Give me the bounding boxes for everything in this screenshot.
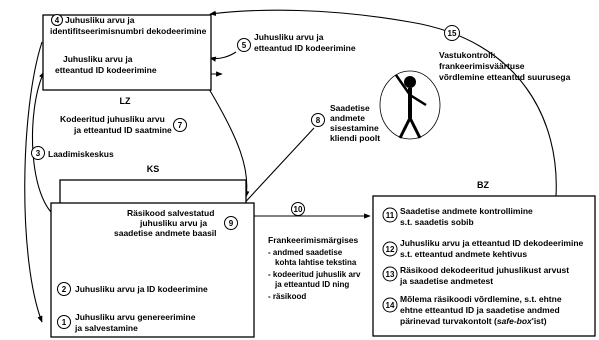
step-1-line1: Juhusliku arvu genereerimine	[75, 312, 196, 322]
step-14-line1: Mõlema räsikoodi võrdlemine, s.t. ehtne	[400, 294, 562, 304]
step-3-label: Laadimiskeskus	[48, 149, 114, 159]
step-8-line1: Saadetise	[330, 103, 370, 113]
arrow-3	[32, 71, 59, 219]
step-8-line2: andmete	[330, 113, 365, 123]
ks-box	[50, 202, 255, 338]
step-10-item1-line1: - andmed saadetise	[268, 248, 343, 257]
step-14-line3: pärinevad turvakontolt (safe-box'ist)	[400, 316, 547, 326]
bz-box	[372, 195, 596, 337]
step-2-number: 2	[62, 285, 67, 294]
step-10-item2-line2: ja etteantud ID ning	[274, 280, 349, 289]
arrow-lz-to-ks	[205, 83, 250, 198]
client-figure	[379, 70, 441, 140]
step-8-line3: sisestamine	[330, 123, 379, 133]
step-5-number: 5	[242, 41, 247, 50]
step-10-item2-line1: - kodeeritud juhuslik arv	[268, 270, 361, 279]
step-2-text: Juhusliku arvu ja ID kodeerimine	[75, 284, 208, 294]
arrow-1	[24, 41, 43, 323]
step-1-line2: ja salvestamine	[74, 323, 138, 333]
step-10-title: Frankeerimismärgises	[268, 235, 359, 245]
step-4-number: 4	[55, 16, 60, 25]
step-10-item3-line1: - räsikood	[268, 292, 306, 301]
step-7-line2: ja etteantud ID saatmine	[73, 125, 172, 135]
step-8-line4: kliendi poolt	[330, 133, 380, 143]
lz-encode-line1: Juhusliku arvu ja	[63, 54, 133, 64]
step-4-line2: identifitseerimisnumbri dekodeerimine	[50, 26, 207, 36]
step-9-number: 9	[229, 219, 234, 228]
arrow-15	[209, 9, 557, 197]
step-4-line1: Juhusliku arvu ja	[65, 15, 135, 25]
step-13-line2: ja saadetise andmetest	[399, 276, 493, 286]
step-12-line2: s.t. etteantud andmete kehtivus	[400, 249, 527, 259]
step-14-line2: ehtne etteantud ID ja saadetise andmed	[400, 305, 560, 315]
bz-label: BZ	[477, 180, 489, 190]
step-1-number: 1	[62, 318, 67, 327]
step-12-number: 12	[386, 245, 395, 254]
step-10-item1-line2: kohta lahtise tekstina	[275, 258, 357, 267]
step-9-line1: Räsikood salvestatud	[127, 208, 214, 218]
arrow-8	[237, 127, 315, 211]
step-3-number: 3	[36, 149, 41, 158]
step-5-line1: Juhusliku arvu ja	[254, 32, 324, 42]
step-11-line2: s.t. saadetis sobib	[400, 217, 474, 227]
step-14-number: 14	[386, 301, 395, 310]
arrow-5-in	[209, 51, 237, 62]
step-5-line2: etteantud ID kodeerimine	[254, 43, 356, 53]
step-15-line3: võrdlemine etteantud suurusega	[439, 72, 571, 82]
ks-label: KS	[147, 164, 160, 174]
step-7-line1: Kodeeritud juhusliku arvu	[60, 114, 165, 124]
step-15-number: 15	[448, 29, 457, 38]
lz-label: LZ	[120, 96, 131, 106]
step-12-line1: Juhusliku arvu ja etteantud ID dekodeeri…	[400, 238, 584, 248]
step-11-line1: Saadetise andmete kontrollimine	[400, 206, 533, 216]
step-7-number: 7	[178, 121, 183, 130]
step-10-number: 10	[294, 205, 303, 214]
step-8-number: 8	[316, 116, 321, 125]
step-15-line1: Vastukontroll:	[439, 50, 496, 60]
step-9-line3: saadetise andmete baasil	[114, 228, 217, 238]
step-13-number: 13	[386, 270, 395, 279]
step-15-line2: frankeerimisväärtuse	[439, 61, 525, 71]
step-11-number: 11	[386, 211, 395, 220]
step-9-line2: juhusliku arvu ja	[139, 218, 207, 228]
step-13-line1: Räsikood dekodeeritud juhuslikust arvust	[400, 265, 569, 275]
lz-box	[42, 14, 212, 91]
lz-encode-line2: etteantud ID kodeerimine	[55, 65, 157, 75]
